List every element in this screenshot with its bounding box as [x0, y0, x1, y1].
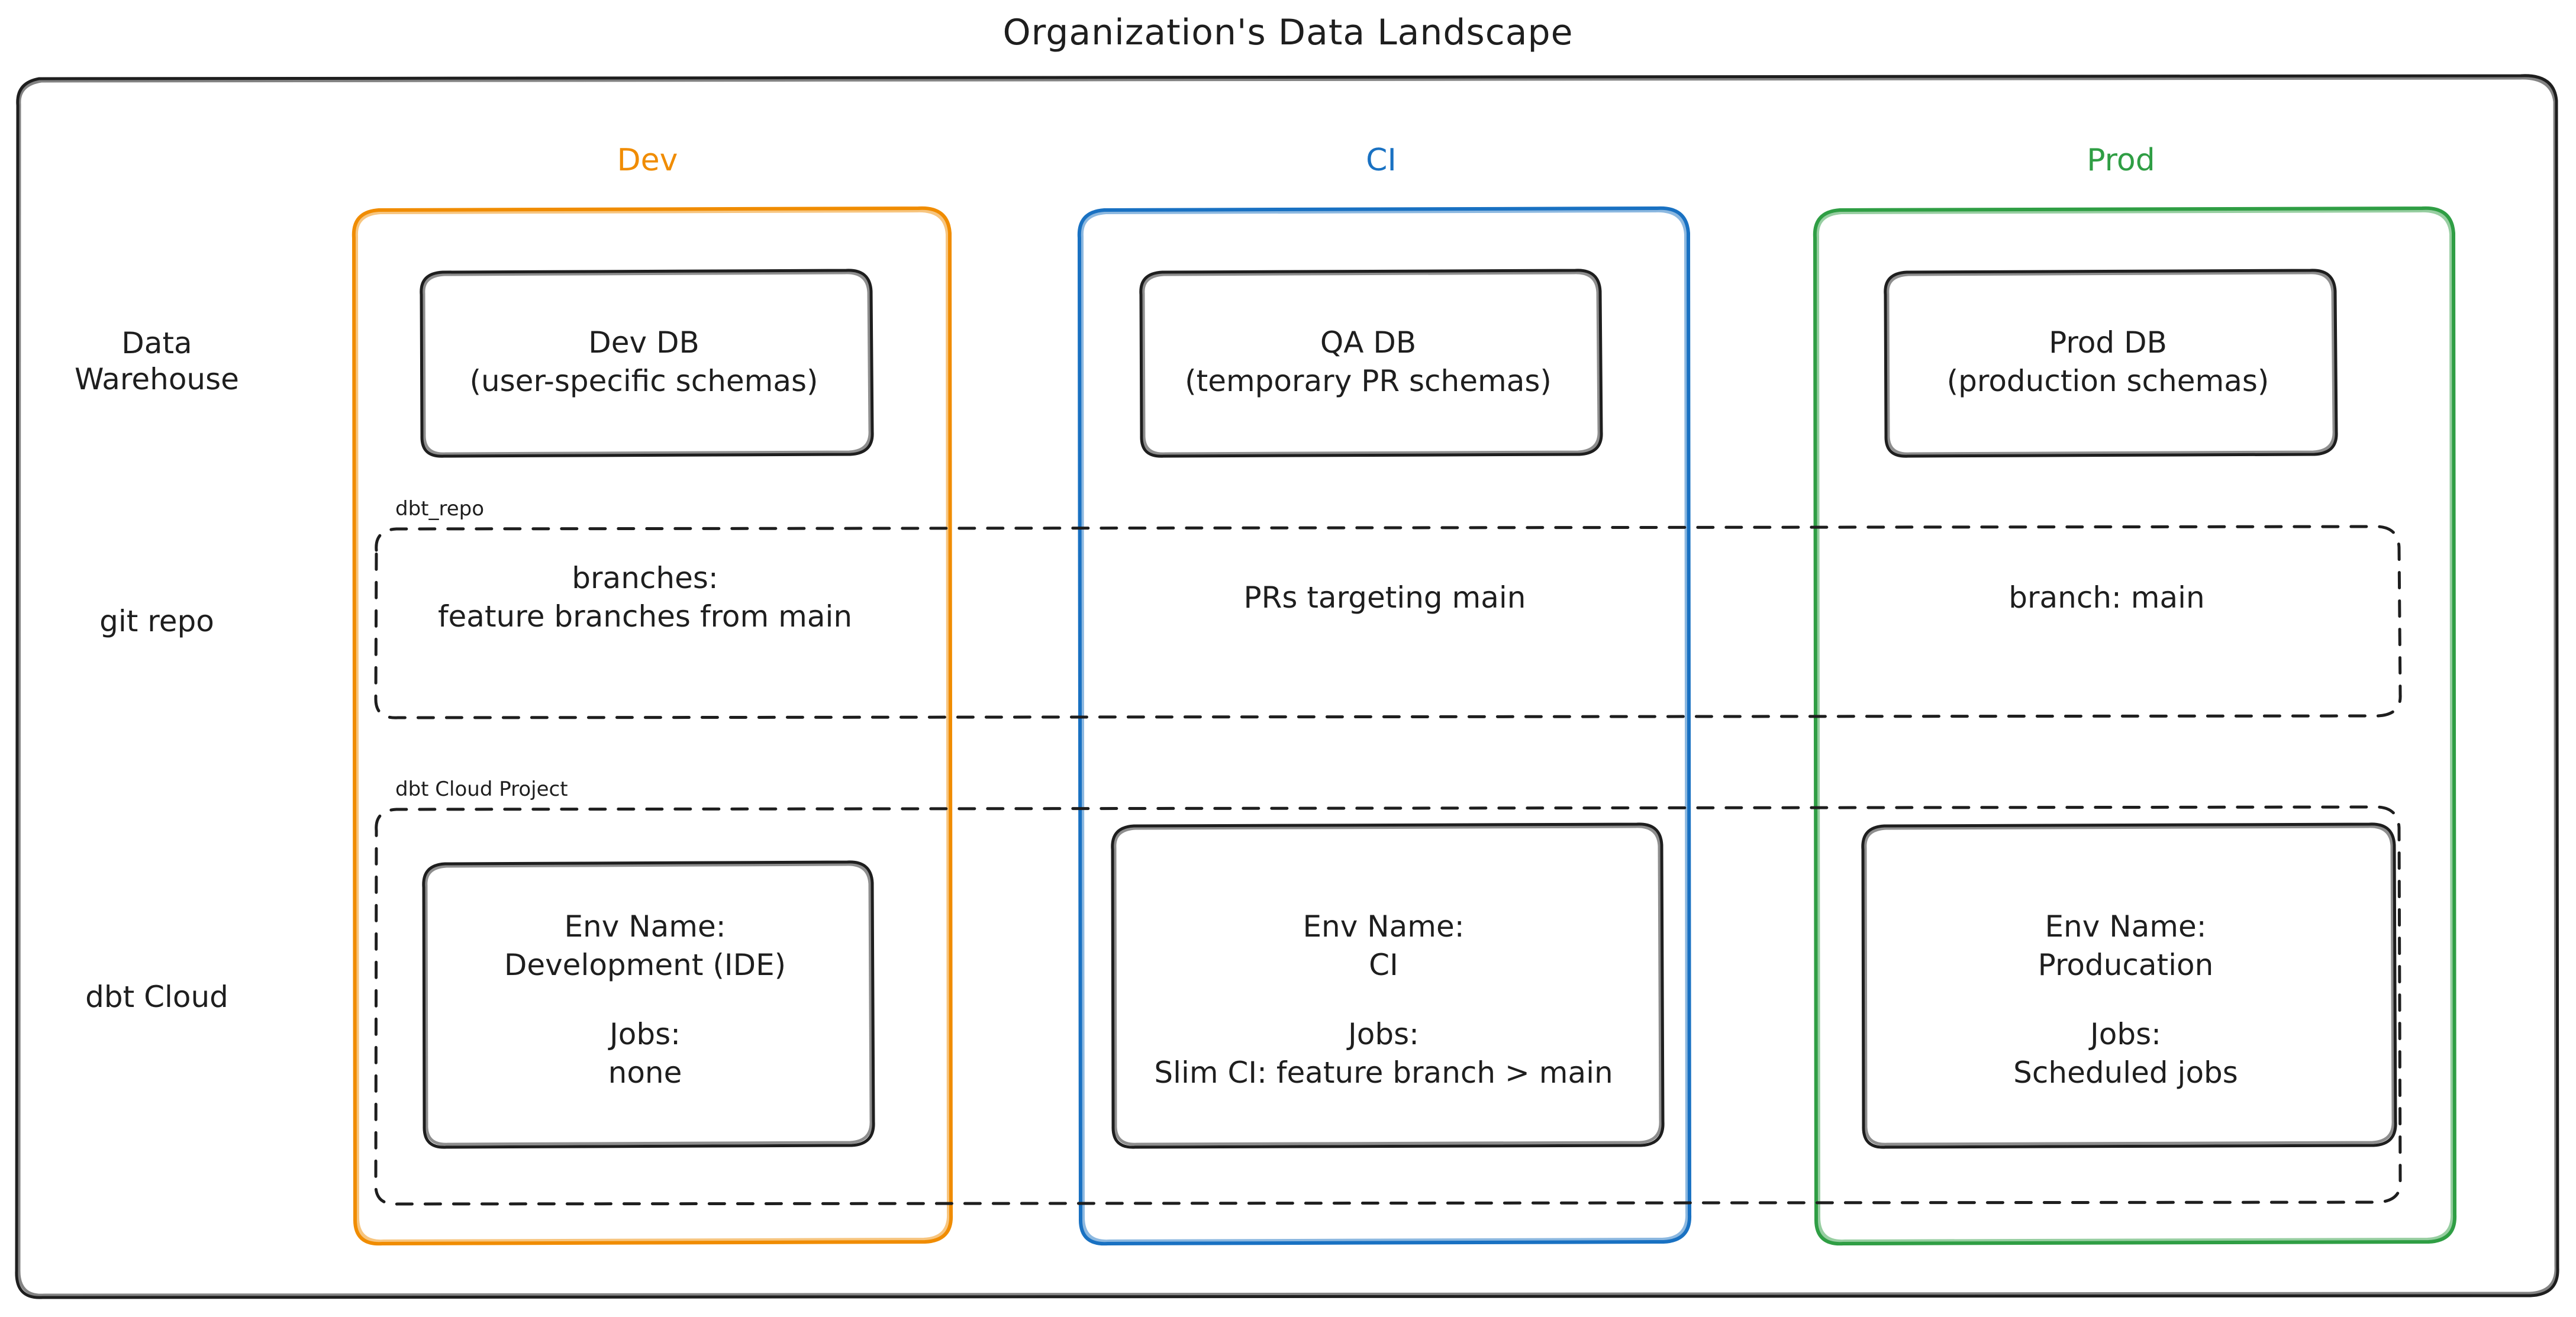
node-label-git-prod: branch: main: [1858, 550, 2355, 645]
column-header-dev: Dev: [617, 143, 678, 178]
node-line-1: branches:: [572, 561, 718, 595]
row-label-dbt-cloud: dbt Cloud: [33, 979, 281, 1015]
node-label-dbtcloud-dev: Env Name: Development (IDE) Jobs: none: [424, 858, 866, 1142]
node-label-dbtcloud-prod: Env Name: Producation Jobs: Scheduled jo…: [1863, 858, 2388, 1142]
node-line-1: Dev DB: [588, 325, 699, 360]
node-line-1: Prod DB: [2049, 325, 2167, 360]
node-label-prod-db: Prod DB (production schemas): [1885, 273, 2330, 451]
node-label-dbtcloud-ci: Env Name: CI Jobs: Slim CI: feature bran…: [1113, 858, 1655, 1142]
node-label-git-dev: branches: feature branches from main: [379, 550, 911, 645]
group-label-dbt-repo: dbt_repo: [395, 497, 485, 521]
node-line-2: (user-specific schemas): [469, 364, 818, 398]
env-name-value: Producation: [2037, 948, 2214, 982]
jobs-label: Jobs:: [1348, 1017, 1419, 1051]
column-header-prod: Prod: [2087, 143, 2155, 178]
column-header-ci: CI: [1366, 143, 1397, 178]
jobs-value: Scheduled jobs: [2013, 1055, 2238, 1090]
env-name-label: Env Name:: [2045, 909, 2207, 944]
node-line-2: (production schemas): [1946, 364, 2269, 398]
node-line-1: PRs targeting main: [1243, 580, 1526, 615]
env-name-value: Development (IDE): [504, 948, 786, 982]
jobs-value: Slim CI: feature branch > main: [1154, 1055, 1613, 1090]
row-label-line-1: git repo: [99, 604, 214, 638]
node-line-1: branch: main: [2008, 580, 2205, 615]
node-label-qa-db: QA DB (temporary PR schemas): [1141, 273, 1595, 451]
jobs-label: Jobs:: [610, 1017, 681, 1051]
node-label-dev-db: Dev DB (user-specific schemas): [421, 273, 866, 451]
node-label-git-ci: PRs targeting main: [1118, 550, 1651, 645]
node-line-2: feature branches from main: [437, 599, 853, 634]
env-name-value: CI: [1369, 948, 1398, 982]
env-name-label: Env Name:: [1302, 909, 1465, 944]
group-label-dbt-cloud-project: dbt Cloud Project: [395, 777, 568, 801]
page-title: Organization's Data Landscape: [1002, 12, 1574, 53]
row-label-line-2: Warehouse: [75, 362, 239, 396]
node-line-2: (temporary PR schemas): [1185, 364, 1552, 398]
jobs-label: Jobs:: [2090, 1017, 2161, 1051]
row-label-line-1: dbt Cloud: [85, 980, 228, 1014]
row-label-line-1: Data: [121, 326, 192, 360]
node-line-1: QA DB: [1320, 325, 1417, 360]
jobs-value: none: [608, 1055, 682, 1090]
row-label-git-repo: git repo: [33, 603, 281, 640]
env-name-label: Env Name:: [564, 909, 726, 944]
row-label-data-warehouse: Data Warehouse: [33, 325, 281, 398]
